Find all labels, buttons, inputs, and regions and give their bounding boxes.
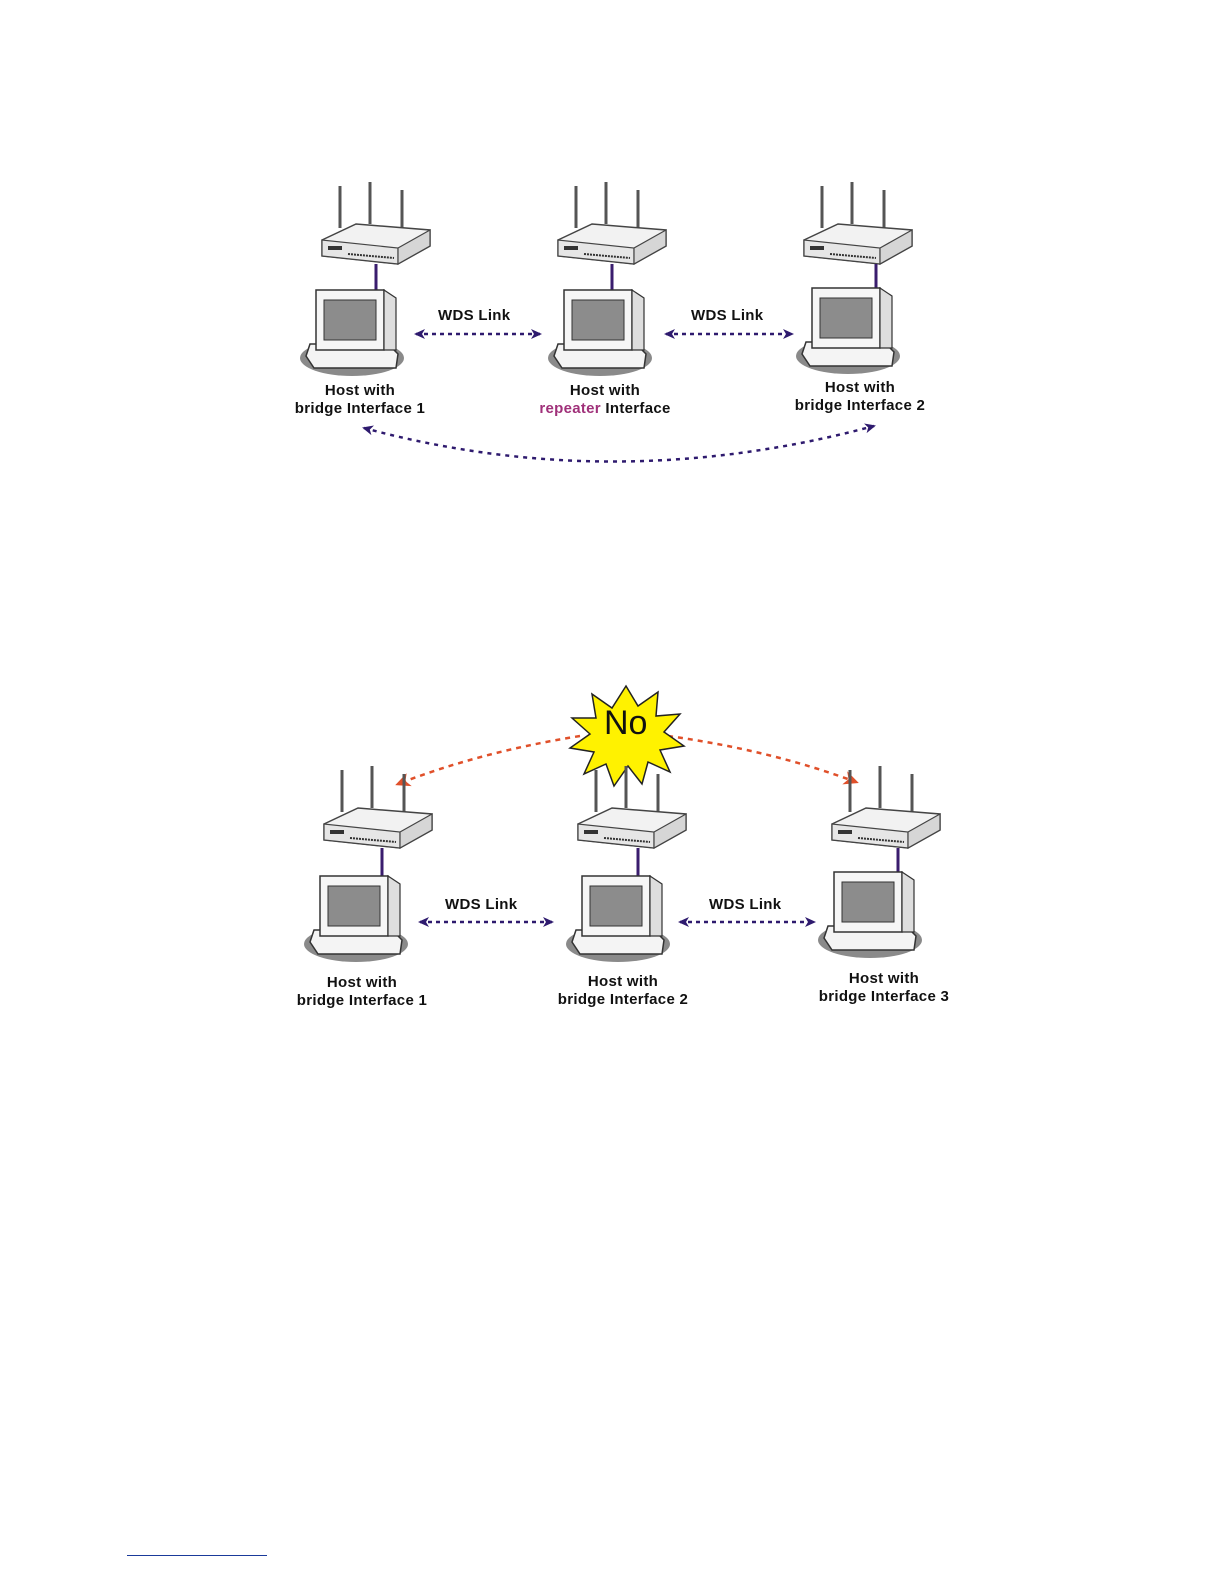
- router-icon: [324, 766, 432, 848]
- host-label: Host with bridge Interface 2: [780, 379, 940, 415]
- router-icon: [804, 182, 912, 264]
- host-label-line2: repeater Interface: [520, 400, 690, 418]
- host-label: Host with bridge Interface 2: [543, 973, 703, 1009]
- blocked-link-arrow: [398, 736, 580, 784]
- router-icon: [578, 766, 686, 848]
- no-label: No: [604, 704, 647, 743]
- host-label-line2: bridge Interface 2: [780, 397, 940, 415]
- host-label-line2: bridge Interface 2: [543, 991, 703, 1009]
- wds-link-label: WDS Link: [691, 307, 763, 324]
- host-label: Host with bridge Interface 1: [280, 382, 440, 418]
- host-label-line1: Host with: [282, 974, 442, 992]
- wds-link-label: WDS Link: [709, 896, 781, 913]
- host-label-line2: bridge Interface 1: [282, 992, 442, 1010]
- host-label-line1: Host with: [804, 970, 964, 988]
- wds-link-label: WDS Link: [438, 307, 510, 324]
- host-label-line1: Host with: [780, 379, 940, 397]
- bridge-to-bridge-arrow: [364, 426, 874, 462]
- host-computer-icon: [300, 290, 404, 376]
- router-icon: [322, 182, 430, 264]
- blocked-link-arrow: [668, 736, 856, 782]
- host-label-line2: bridge Interface 3: [804, 988, 964, 1006]
- repeater-keyword: repeater: [539, 400, 601, 417]
- host-label-line2: bridge Interface 1: [280, 400, 440, 418]
- wds-link-label: WDS Link: [445, 896, 517, 913]
- host-computer-icon: [548, 290, 652, 376]
- host-computer-icon: [566, 876, 670, 962]
- router-icon: [558, 182, 666, 264]
- host-label-line1: Host with: [280, 382, 440, 400]
- host-computer-icon: [818, 872, 922, 958]
- wds-repeater-diagram-graphics: [0, 160, 1224, 490]
- host-label: Host with bridge Interface 3: [804, 970, 964, 1006]
- host-label-line1: Host with: [520, 382, 690, 400]
- host-computer-icon: [304, 876, 408, 962]
- footer-rule: [127, 1555, 267, 1556]
- host-computer-icon: [796, 288, 900, 374]
- router-icon: [832, 766, 940, 848]
- wds-bridge-only-diagram: No WDS Link WDS Link Host with bridge In…: [0, 680, 1224, 1030]
- wds-repeater-diagram: WDS Link WDS Link Host with bridge Inter…: [0, 160, 1224, 490]
- host-label-line1: Host with: [543, 973, 703, 991]
- host-label-line2-rest: Interface: [601, 400, 671, 417]
- host-label: Host with bridge Interface 1: [282, 974, 442, 1010]
- host-label: Host with repeater Interface: [520, 382, 690, 418]
